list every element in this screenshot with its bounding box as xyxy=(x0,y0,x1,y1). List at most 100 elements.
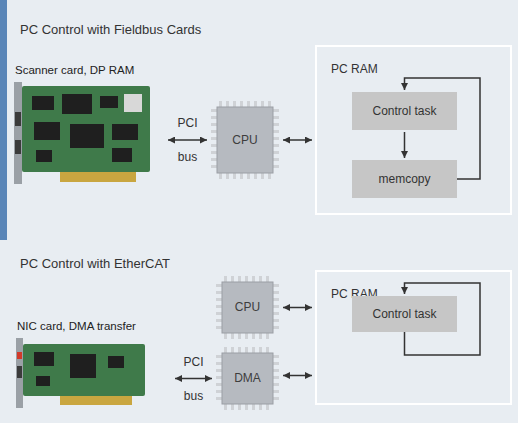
chip-pin xyxy=(226,101,229,107)
card-bracket xyxy=(14,82,22,184)
chip-pin xyxy=(216,397,222,400)
ic-chip xyxy=(62,94,92,114)
bracket-connector xyxy=(15,112,21,126)
chip-pin xyxy=(273,376,279,379)
chip-pin xyxy=(231,276,234,282)
chip-pin xyxy=(273,165,279,168)
chip-pin xyxy=(273,137,279,140)
chip-pin xyxy=(216,319,222,322)
ic-chip xyxy=(36,150,52,162)
ic-chip xyxy=(70,354,96,378)
connector-arrow xyxy=(283,307,312,309)
box-text: Control task xyxy=(372,104,436,118)
chip-pin xyxy=(273,123,279,126)
chip-pin xyxy=(211,144,217,147)
chip-pin xyxy=(252,333,255,339)
pci-fingers xyxy=(60,172,136,182)
chip-pin xyxy=(268,173,271,179)
chip-pin xyxy=(266,404,269,410)
card-bracket xyxy=(16,338,23,408)
box-text: CPU xyxy=(235,300,260,314)
ic-chip xyxy=(34,352,54,366)
chip-pin xyxy=(216,298,222,301)
chip-pin xyxy=(245,404,248,410)
status-led xyxy=(17,352,22,359)
chip-pin xyxy=(231,347,234,353)
circuit-board xyxy=(23,344,145,396)
bus-label: PCI bus xyxy=(177,106,197,174)
connector-arrow xyxy=(168,139,207,141)
card-picture: NIC card, DMA transfer xyxy=(14,318,172,413)
chip-pin xyxy=(266,333,269,339)
process-box: memcopy xyxy=(352,160,457,198)
chip-pin xyxy=(266,347,269,353)
chip-pin xyxy=(261,173,264,179)
chip-pin xyxy=(273,144,279,147)
chip-pin xyxy=(211,158,217,161)
chip-pin xyxy=(273,369,279,372)
connector-arrow xyxy=(175,378,212,380)
chip-pin xyxy=(266,276,269,282)
chip-pin xyxy=(273,298,279,301)
chip-pin xyxy=(216,326,222,329)
dma-chip: DMA xyxy=(215,346,280,411)
section-heading: PC Control with EtherCAT xyxy=(20,256,170,271)
pci-fingers xyxy=(60,396,132,405)
chip-pin xyxy=(273,355,279,358)
process-box: Control task xyxy=(352,296,457,332)
chip-pin xyxy=(273,362,279,365)
chip-pin xyxy=(216,312,222,315)
chip-pin xyxy=(245,347,248,353)
chip-pin xyxy=(273,383,279,386)
connector-arrow xyxy=(283,139,312,141)
ic-chip xyxy=(100,96,118,108)
chip-pin xyxy=(224,333,227,339)
chip-pin xyxy=(247,101,250,107)
chip-pin xyxy=(273,158,279,161)
bus-label: PCI bus xyxy=(183,345,203,413)
chip-body xyxy=(222,282,273,333)
chip-pin xyxy=(216,355,222,358)
chip-pin xyxy=(273,319,279,322)
memory-box: PC RAMControl task xyxy=(315,270,512,405)
chip-pin xyxy=(231,404,234,410)
chip-pin xyxy=(219,101,222,107)
box-text: DMA xyxy=(234,371,261,385)
chip-pin xyxy=(273,312,279,315)
chip-pin xyxy=(273,116,279,119)
ic-chip xyxy=(112,148,132,162)
chip-pin xyxy=(238,404,241,410)
box-heading: Scanner card, DP RAM xyxy=(15,64,165,78)
chip-pin xyxy=(252,276,255,282)
network-jack xyxy=(17,366,22,378)
chip-pin xyxy=(211,123,217,126)
chip-pin xyxy=(240,101,243,107)
chip-pin xyxy=(268,101,271,107)
chip-pin xyxy=(211,116,217,119)
chip-pin xyxy=(261,101,264,107)
circuit-board xyxy=(22,86,150,172)
chip-pin xyxy=(211,109,217,112)
cpu-chip: CPU xyxy=(210,100,280,180)
chip-pin xyxy=(259,404,262,410)
process-box: Control task xyxy=(352,92,457,130)
chip-pin xyxy=(245,276,248,282)
chip-pin xyxy=(231,333,234,339)
chip-pin xyxy=(216,362,222,365)
chip-pin xyxy=(216,376,222,379)
scanner-card-picture xyxy=(14,82,150,184)
chip-pin xyxy=(216,390,222,393)
chip-pin xyxy=(211,137,217,140)
chip-pin xyxy=(216,383,222,386)
chip-pin xyxy=(273,291,279,294)
chip-pin xyxy=(211,151,217,154)
chip-pin xyxy=(273,109,279,112)
chip-pin xyxy=(238,276,241,282)
ic-chip xyxy=(36,376,50,386)
chip-pin xyxy=(273,390,279,393)
chip-pin xyxy=(259,333,262,339)
ic-chip xyxy=(124,94,142,112)
chip-pin xyxy=(224,347,227,353)
chip-pin xyxy=(247,173,250,179)
